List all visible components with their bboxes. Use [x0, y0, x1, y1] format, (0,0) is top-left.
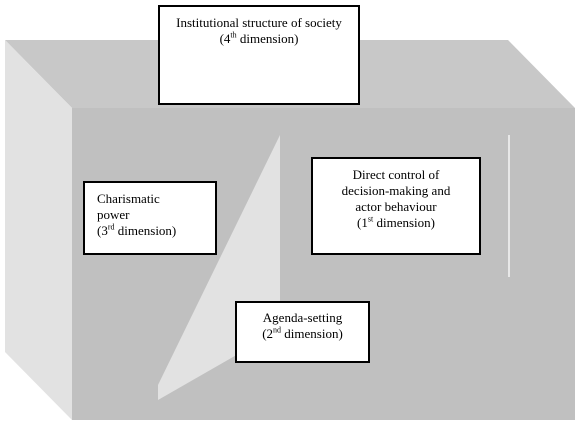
fourth-dimension-label: (4th dimension): [219, 30, 299, 46]
charismatic-line2: power: [97, 207, 130, 222]
agenda-setting-box: Agenda-setting (2nd dimension): [235, 301, 370, 363]
agenda-setting-title: Agenda-setting: [262, 310, 343, 325]
first-dimension-label: (1st dimension): [357, 214, 435, 230]
box-front-face: [72, 108, 575, 420]
charismatic-line1: Charismatic: [97, 191, 160, 206]
third-dimension-label: (3rd dimension): [97, 222, 177, 238]
direct-control-box: Direct control of decision-making and ac…: [311, 157, 481, 255]
institutional-structure-box: Institutional structure of society (4th …: [158, 5, 360, 105]
box-left-face: [5, 40, 72, 420]
charismatic-power-box: Charismatic power (3rd dimension): [83, 181, 217, 255]
institutional-structure-title: Institutional structure of society: [176, 15, 342, 30]
direct-control-line2: decision-making and: [341, 183, 451, 198]
direct-control-line3: actor behaviour: [355, 199, 437, 214]
direct-control-line1: Direct control of: [352, 167, 440, 182]
second-dimension-label: (2nd dimension): [262, 325, 343, 341]
